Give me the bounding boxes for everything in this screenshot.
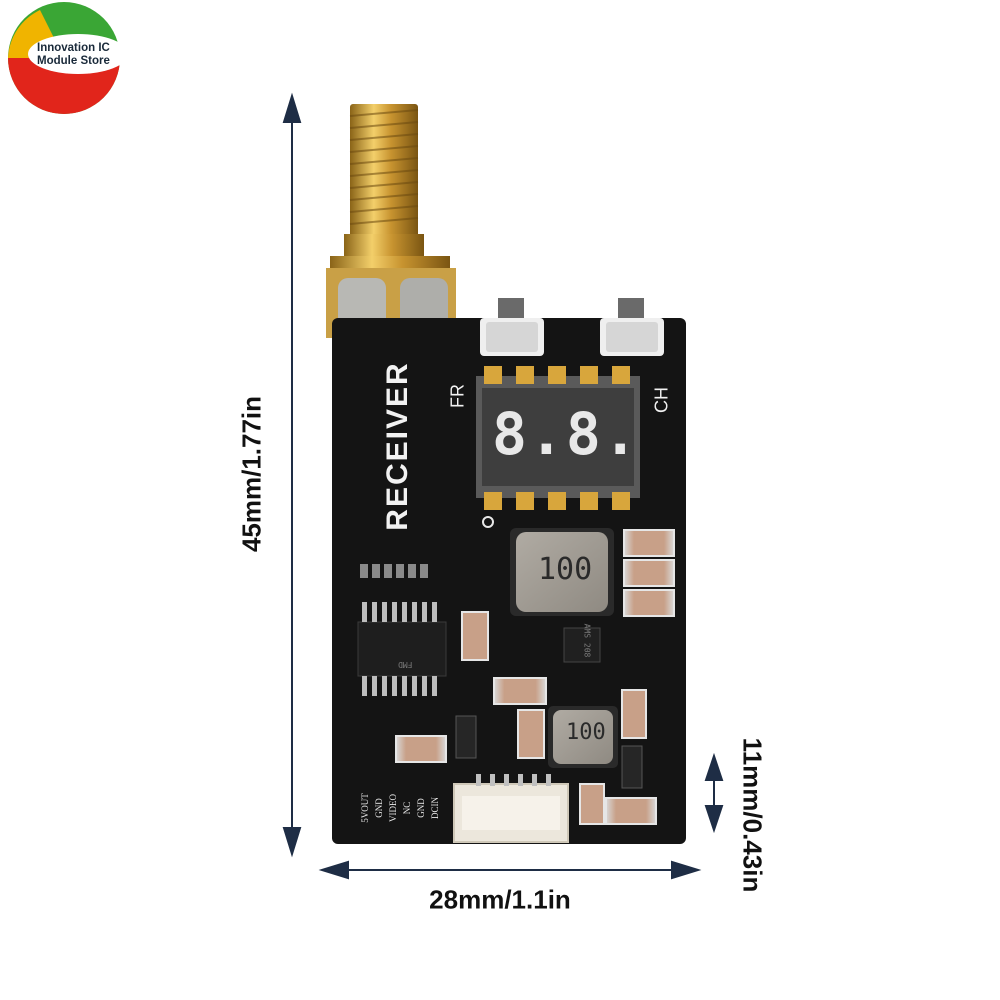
- width-arrow: [318, 860, 702, 880]
- sma-connector: [326, 104, 456, 338]
- depth-dimension-label: 11mm/0.43in: [737, 737, 768, 893]
- smd-capacitors: [395, 529, 675, 825]
- small-ic: [455, 627, 643, 789]
- pin-label: NC: [402, 801, 412, 815]
- inductor-large: [510, 528, 614, 616]
- height-dimension-label: 45mm/1.77in: [236, 395, 267, 553]
- ch-label: CH: [651, 387, 672, 413]
- logo-text-line2: Module Store: [37, 55, 110, 67]
- seven-segment-display: [476, 366, 640, 528]
- pin-labels: 5VOUT GND VIDEO NC GND DCIN: [360, 778, 450, 838]
- tiny-resistors: [360, 564, 428, 578]
- inductor-small-label: 100: [566, 720, 606, 745]
- inductor-large-label: 100: [538, 552, 593, 587]
- fr-button: [480, 298, 544, 356]
- pin-label: GND: [416, 798, 426, 818]
- ch-button: [600, 298, 664, 356]
- height-arrow: [282, 92, 302, 858]
- depth-arrow: [704, 752, 724, 834]
- pin-label: GND: [374, 798, 384, 818]
- pin-header-connector: [453, 774, 569, 843]
- display-digits: 8.8.: [492, 400, 640, 468]
- inductor-small: [548, 706, 618, 768]
- pin-label: DCIN: [430, 797, 440, 819]
- main-ic-marking: FMD: [398, 660, 413, 669]
- logo-text-line1: Innovation IC: [37, 42, 110, 54]
- board-title: RECEIVER: [381, 361, 414, 531]
- pin-label: VIDEO: [388, 794, 398, 822]
- store-logo: [8, 2, 128, 114]
- pin-label: 5VOUT: [360, 793, 370, 823]
- main-ic: [357, 602, 447, 696]
- small-ic-marking: AMS 208: [582, 623, 592, 658]
- width-dimension-label: 28mm/1.1in: [429, 884, 571, 915]
- fr-label: FR: [447, 384, 468, 408]
